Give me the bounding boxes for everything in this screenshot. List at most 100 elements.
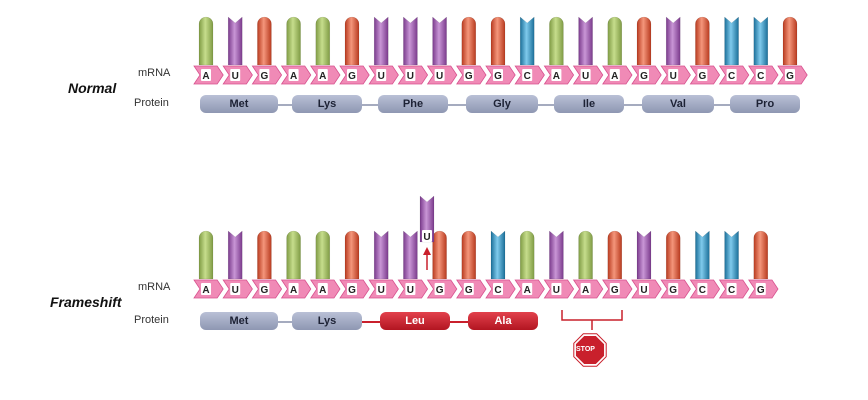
- normal-nucleotide-5: [344, 16, 360, 66]
- normal-base-box-12: [551, 69, 562, 81]
- frameshift-nucleotide-10: [490, 230, 506, 280]
- frameshift-base-box-7: [405, 283, 416, 295]
- frameshift-protein-leu: Leu: [380, 312, 450, 330]
- frameshift-nucleotide-0: [198, 230, 214, 280]
- frameshift-base-letter-1: U: [232, 285, 239, 296]
- normal-base-letter-19: C: [757, 71, 764, 82]
- normal-base-box-1: [230, 69, 241, 81]
- normal-nucleotide-8: [432, 16, 447, 66]
- frameshift-nucleotide-7: [403, 230, 418, 280]
- frameshift-protein-label: Protein: [134, 314, 169, 326]
- normal-nucleotide-17: [695, 16, 710, 66]
- normal-base-letter-10: G: [494, 71, 502, 82]
- inserted-base-box: [422, 230, 432, 242]
- normal-protein-pro: Pro: [730, 95, 800, 113]
- normal-nucleotide-19: [753, 16, 769, 66]
- normal-base-letter-6: U: [378, 71, 385, 82]
- frameshift-base-box-10: [493, 283, 503, 295]
- normal-base-box-3: [288, 69, 299, 81]
- frameshift-base-letter-13: A: [582, 285, 589, 296]
- normal-nucleotide-12: [549, 16, 564, 66]
- frameshift-protein-met: Met: [200, 312, 278, 330]
- normal-base-letter-15: G: [640, 71, 648, 82]
- frameshift-mrna-bases: [198, 230, 769, 280]
- normal-base-letter-8: U: [436, 71, 443, 82]
- normal-nucleotide-4: [315, 16, 331, 66]
- normal-nucleotide-11: [519, 16, 535, 66]
- normal-nucleotide-15: [636, 16, 652, 66]
- frameshift-nucleotide-18: [724, 230, 739, 280]
- normal-base-box-2: [259, 69, 270, 81]
- frameshift-base-box-6: [376, 283, 387, 295]
- normal-protein-label: Protein: [134, 97, 169, 109]
- normal-base-box-6: [376, 69, 387, 81]
- frameshift-base-box-19: [755, 283, 766, 295]
- normal-nucleotide-1: [227, 16, 243, 66]
- normal-base-letter-5: G: [348, 71, 356, 82]
- frameshift-nucleotide-14: [607, 230, 623, 280]
- normal-protein-ile: Ile: [554, 95, 624, 113]
- normal-protein-gly: Gly: [466, 95, 538, 113]
- frameshift-base-box-2: [259, 283, 270, 295]
- normal-base-letter-3: A: [290, 71, 297, 82]
- normal-nucleotide-20: [782, 16, 798, 66]
- frameshift-base-letter-14: G: [611, 285, 619, 296]
- normal-base-box-16: [668, 69, 679, 81]
- frameshift-title: Frameshift: [50, 294, 122, 310]
- frameshift-base-letter-10: C: [494, 285, 501, 296]
- normal-base-letter-11: C: [524, 71, 531, 82]
- frameshift-mrna-label: mRNA: [138, 281, 171, 293]
- frameshift-base-letter-7: U: [407, 285, 414, 296]
- normal-base-box-17: [697, 69, 708, 81]
- frameshift-nucleotide-16: [665, 230, 681, 280]
- frameshift-base-letter-0: A: [202, 285, 209, 296]
- normal-base-letter-12: A: [553, 71, 560, 82]
- frameshift-base-letter-3: A: [290, 285, 297, 296]
- normal-nucleotide-18: [724, 16, 739, 66]
- frameshift-base-letter-16: G: [669, 285, 677, 296]
- frameshift-base-box-17: [697, 283, 708, 295]
- stop-codon-bracket: [561, 310, 623, 330]
- frameshift-protein-lys: Lys: [292, 312, 362, 330]
- normal-base-letter-14: A: [611, 71, 618, 82]
- normal-nucleotide-7: [403, 16, 418, 66]
- normal-base-letter-20: G: [786, 71, 794, 82]
- normal-base-letter-0: A: [202, 71, 209, 82]
- stop-label: STOP: [576, 346, 595, 353]
- frameshift-nucleotide-15: [636, 230, 652, 280]
- frameshift-base-letter-8: G: [436, 285, 444, 296]
- frameshift-base-box-9: [463, 283, 474, 295]
- frameshift-base-box-4: [317, 283, 328, 295]
- frameshift-nucleotide-11: [519, 230, 535, 280]
- normal-nucleotide-0: [198, 16, 214, 66]
- insertion-arrow-head: [423, 247, 431, 255]
- frameshift-base-box-3: [288, 283, 299, 295]
- frameshift-base-letter-18: C: [728, 285, 735, 296]
- frameshift-protein-chain-normal: [240, 321, 330, 323]
- frameshift-nucleotide-9: [461, 230, 477, 280]
- frameshift-base-letter-2: G: [261, 285, 269, 296]
- normal-protein-phe: Phe: [378, 95, 448, 113]
- frameshift-base-letter-5: G: [348, 285, 356, 296]
- frameshift-base-letter-4: A: [319, 285, 326, 296]
- frameshift-base-letter-9: G: [465, 285, 473, 296]
- frameshift-base-box-12: [551, 283, 562, 295]
- frameshift-nucleotide-3: [286, 230, 301, 280]
- normal-base-box-18: [726, 69, 737, 81]
- frameshift-base-box-5: [347, 283, 357, 295]
- normal-base-box-7: [405, 69, 416, 81]
- frameshift-nucleotide-17: [695, 230, 710, 280]
- frameshift-base-letter-11: A: [524, 285, 531, 296]
- normal-protein-met: Met: [200, 95, 278, 113]
- frameshift-base-box-0: [201, 283, 211, 295]
- normal-base-box-8: [434, 69, 445, 81]
- frameshift-base-box-13: [580, 283, 591, 295]
- normal-base-box-4: [317, 69, 328, 81]
- normal-protein-val: Val: [642, 95, 714, 113]
- inserted-base-letter: U: [423, 232, 430, 243]
- normal-nucleotide-6: [373, 16, 389, 66]
- frameshift-base-letter-17: C: [699, 285, 706, 296]
- frameshift-base-letter-12: U: [553, 285, 560, 296]
